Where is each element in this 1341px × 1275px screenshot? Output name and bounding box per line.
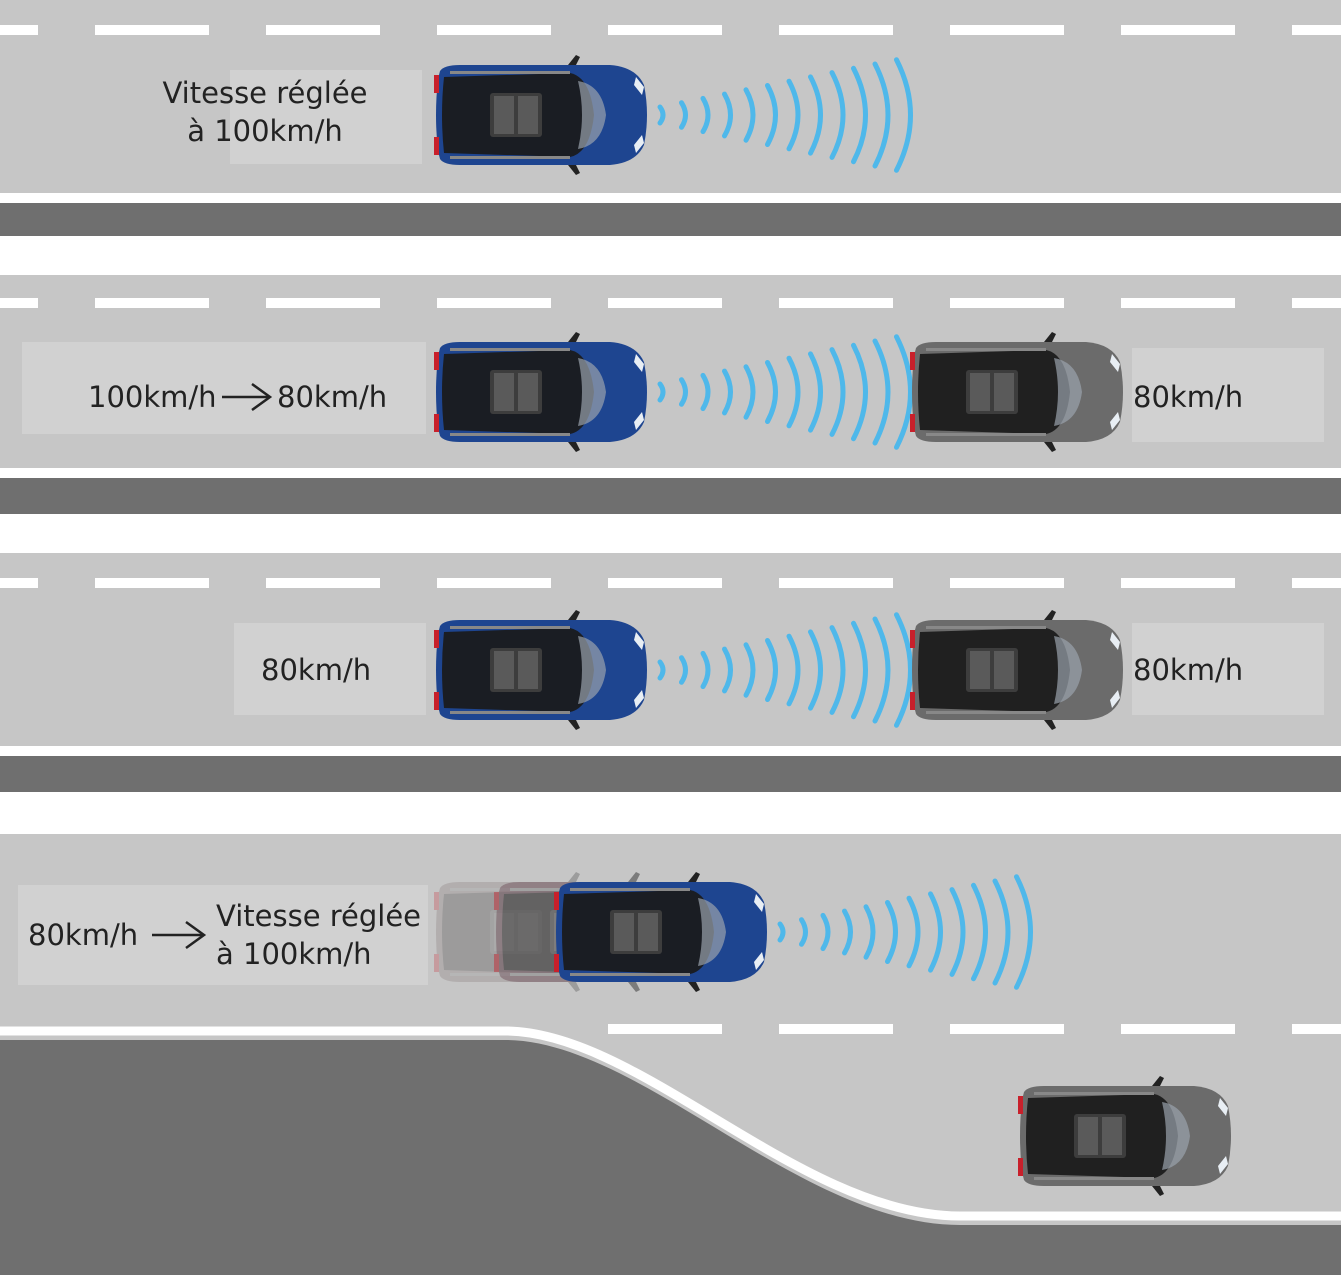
scene-1-lane-markings — [0, 25, 1341, 35]
radar-wave-arc — [949, 887, 966, 977]
right-arrow-icon — [222, 382, 273, 412]
radar-wave-arc — [872, 61, 891, 169]
radar-waves-icon — [657, 612, 913, 728]
radar-wave-arc — [679, 655, 688, 685]
grey-car-icon — [1018, 1076, 1231, 1196]
radar-wave-arc — [786, 633, 801, 707]
radar-wave-arc — [829, 70, 846, 160]
radar-waves-icon — [657, 57, 913, 173]
scene-3-road — [0, 553, 1341, 792]
radar-wave-arc — [765, 83, 778, 147]
radar-wave-arc — [777, 921, 786, 943]
radar-wave-arc — [894, 57, 913, 173]
radar-wave-arc — [928, 891, 943, 973]
radar-wave-arc — [971, 882, 988, 982]
scene-4-resume-label: Vitesse réglée à 100km/h — [216, 897, 421, 973]
radar-wave-arc — [679, 100, 688, 130]
blue-car-icon — [434, 610, 647, 730]
radar-wave-arc — [1014, 874, 1033, 990]
radar-wave-arc — [799, 917, 808, 947]
radar-wave-arc — [722, 91, 733, 139]
grey-car-icon — [910, 610, 1123, 730]
radar-wave-arc — [657, 104, 666, 126]
blue-car-icon — [434, 55, 647, 175]
scene-2-lane-markings — [0, 298, 1341, 308]
scene-3-label-box — [234, 623, 426, 715]
scene-2-ego-from-speed: 100km/h — [88, 380, 217, 414]
radar-wave-arc — [700, 372, 711, 412]
scene-1-set-speed-line1: Vitesse réglée — [162, 76, 368, 110]
radar-wave-arc — [657, 659, 666, 681]
radar-wave-arc — [851, 342, 868, 442]
radar-wave-arc — [722, 368, 733, 416]
radar-wave-arc — [894, 612, 913, 728]
scene-3-lead-label-box — [1132, 623, 1324, 715]
grey-car-icon — [910, 332, 1123, 452]
scene-1-label-box — [230, 70, 422, 164]
radar-wave-arc — [743, 642, 756, 698]
scene-3-ego-speed: 80km/h — [261, 653, 372, 687]
radar-wave-arc — [679, 377, 688, 407]
blue-car-icon — [434, 332, 647, 452]
scene-4-resume-line2: à 100km/h — [216, 937, 372, 971]
radar-wave-arc — [885, 900, 898, 964]
radar-wave-arc — [700, 95, 711, 135]
scene-2-lead-label-box — [1132, 348, 1324, 442]
radar-wave-arc — [863, 904, 876, 960]
radar-wave-arc — [872, 338, 891, 446]
radar-wave-arc — [906, 895, 921, 969]
radar-wave-arc — [786, 355, 801, 429]
right-arrow-icon — [152, 920, 207, 950]
radar-waves-icon — [777, 874, 1033, 990]
radar-wave-arc — [842, 908, 853, 956]
radar-wave-arc — [829, 625, 846, 715]
radar-wave-arc — [894, 334, 913, 450]
radar-wave-arc — [808, 351, 823, 433]
blue-car-icon — [554, 872, 767, 992]
radar-wave-arc — [657, 381, 666, 403]
radar-wave-arc — [872, 616, 891, 724]
radar-wave-arc — [829, 347, 846, 437]
radar-wave-arc — [786, 78, 801, 152]
radar-wave-arc — [808, 74, 823, 156]
radar-wave-arc — [851, 65, 868, 165]
scene-1-set-speed-label: Vitesse réglée à 100km/h — [140, 74, 390, 150]
radar-wave-arc — [808, 629, 823, 711]
scene-2-label-box — [22, 342, 426, 434]
radar-wave-arc — [700, 650, 711, 690]
scene-4-resume-line1: Vitesse réglée — [216, 899, 422, 933]
radar-wave-arc — [765, 638, 778, 702]
radar-wave-arc — [743, 364, 756, 420]
scene-4-lane-markings — [608, 1024, 1341, 1034]
radar-wave-arc — [722, 646, 733, 694]
radar-wave-arc — [820, 912, 831, 952]
scene-1-set-speed-line2: à 100km/h — [187, 114, 343, 148]
scene-3-lane-markings — [0, 578, 1341, 588]
radar-wave-arc — [992, 878, 1011, 986]
radar-wave-arc — [851, 620, 868, 720]
scene-2-ego-to-speed: 80km/h — [277, 380, 388, 414]
scene-3-lead-speed: 80km/h — [1133, 653, 1244, 687]
radar-wave-arc — [743, 87, 756, 143]
radar-wave-arc — [765, 360, 778, 424]
scene-4-ego-from-speed: 80km/h — [28, 918, 139, 952]
radar-waves-icon — [657, 334, 913, 450]
scene-4-label-box — [18, 885, 428, 985]
scene-2-lead-speed: 80km/h — [1133, 380, 1244, 414]
